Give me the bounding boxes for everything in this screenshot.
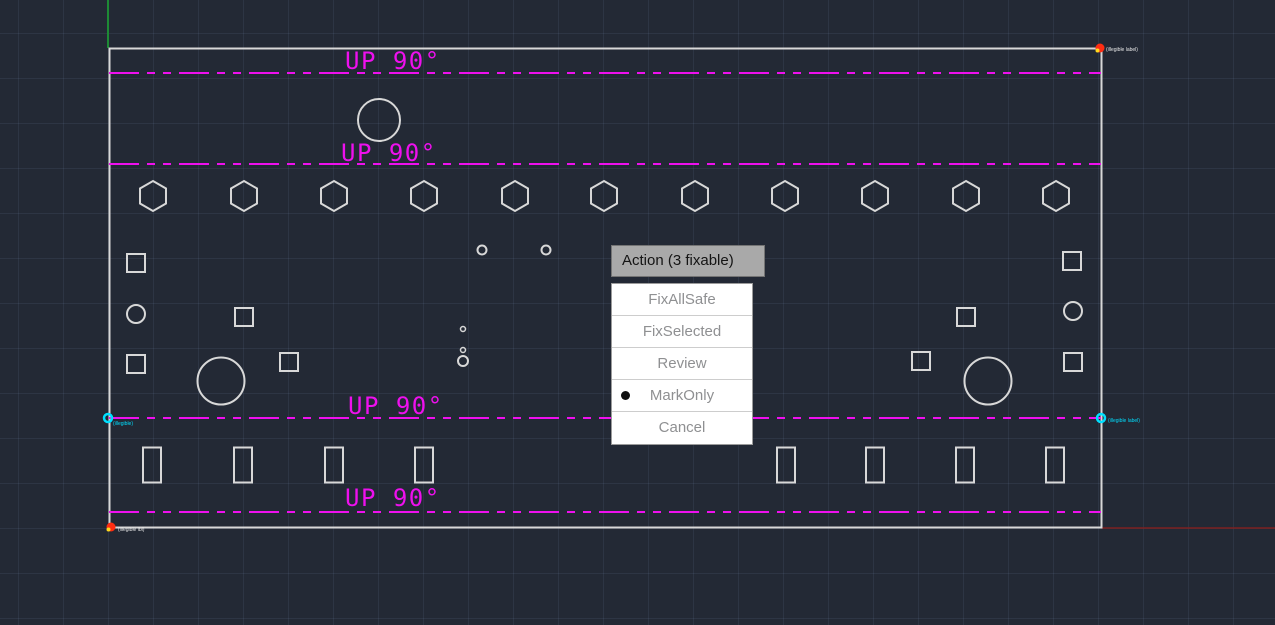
menu-item-fixselected[interactable]: FixSelected [612,316,752,348]
slot-hole[interactable] [414,446,434,484]
micro-annotation-text: (illegible) [113,421,133,427]
hexagon-hole[interactable] [1042,179,1070,213]
slot-hole[interactable] [955,446,975,484]
menu-item-review[interactable]: Review [612,348,752,380]
hexagon-hole[interactable] [861,179,889,213]
square-hole[interactable] [1062,251,1082,271]
circle-hole[interactable] [457,355,469,367]
hexagon-hole[interactable] [139,179,167,213]
circle-hole[interactable] [963,356,1013,406]
action-menu-header[interactable]: Action (3 fixable) [611,245,765,277]
circle-hole[interactable] [459,346,467,354]
menu-item-label: FixSelected [642,323,722,340]
action-menu: FixAllSafe FixSelected Review MarkOnly C… [611,283,753,445]
menu-item-cancel[interactable]: Cancel [612,412,752,444]
square-hole[interactable] [234,307,254,327]
square-hole[interactable] [126,354,146,374]
micro-annotation-text: (illegible label) [1108,418,1140,424]
hexagon-hole[interactable] [501,179,529,213]
circle-hole[interactable] [540,244,552,256]
circle-hole[interactable] [476,244,488,256]
square-hole[interactable] [911,351,931,371]
micro-annotation-text: (illegible label) [1106,47,1138,53]
hexagon-hole[interactable] [410,179,438,213]
menu-item-label: Cancel [658,419,706,436]
bend-label: UP 90° [345,47,441,75]
hexagon-hole[interactable] [681,179,709,213]
menu-item-label: FixAllSafe [648,291,716,308]
slot-hole[interactable] [1045,446,1065,484]
slot-hole[interactable] [865,446,885,484]
slot-hole[interactable] [233,446,253,484]
square-hole[interactable] [279,352,299,372]
slot-hole[interactable] [142,446,162,484]
bend-label: UP 90° [348,392,444,420]
menu-item-fixallsafe[interactable]: FixAllSafe [612,284,752,316]
hexagon-hole[interactable] [320,179,348,213]
slot-hole[interactable] [324,446,344,484]
menu-item-markonly[interactable]: MarkOnly [612,380,752,412]
menu-item-label: MarkOnly [649,387,715,404]
menu-item-label: Review [657,355,707,372]
hexagon-hole[interactable] [230,179,258,213]
hexagon-hole[interactable] [952,179,980,213]
circle-hole[interactable] [196,356,246,406]
slot-hole[interactable] [776,446,796,484]
endpoint-marker-accent [106,527,111,532]
circle-hole[interactable] [126,304,146,324]
hexagon-hole[interactable] [771,179,799,213]
square-hole[interactable] [126,253,146,273]
snap-marker-icon [1095,412,1107,424]
hexagon-hole[interactable] [590,179,618,213]
circle-hole[interactable] [1063,301,1083,321]
bend-label: UP 90° [345,484,441,512]
snap-marker-icon [102,412,114,424]
micro-annotation-text: (illegible lbl) [118,527,145,533]
square-hole[interactable] [956,307,976,327]
circle-hole[interactable] [357,98,401,142]
bend-label: UP 90° [341,139,437,167]
part-outline[interactable] [108,47,1103,529]
endpoint-marker-accent [1095,48,1100,53]
square-hole[interactable] [1063,352,1083,372]
circle-hole[interactable] [459,325,467,333]
selected-radio-dot [621,391,630,400]
